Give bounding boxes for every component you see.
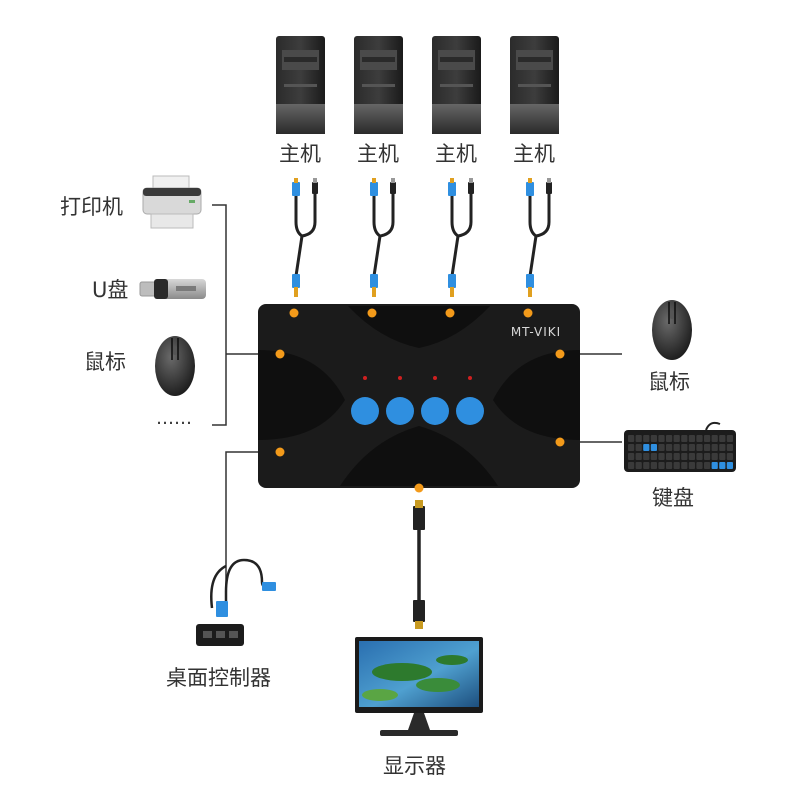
kvm-switch: MT-VIKI [258,304,580,493]
keyboard-key [643,453,650,460]
switch-brand: MT-VIKI [511,325,561,339]
keyboard-key [696,444,703,451]
switch-button-2[interactable] [386,397,414,425]
keyboard-key [696,462,703,469]
keyboard-key [711,435,718,442]
keyboard-icon [624,421,736,472]
keyboard-key [711,453,718,460]
keyboard-key [643,444,650,451]
keyboard-key [704,435,711,442]
desktop-controller-icon [196,558,276,646]
keyboard-key [635,444,642,451]
keyboard-key [666,444,673,451]
pc-tower-icon [432,36,481,134]
keyboard-key [719,444,726,451]
switch-button-3[interactable] [421,397,449,425]
keyboard-key [681,444,688,451]
switch-button-1[interactable] [351,397,379,425]
more-devices-label: …… [156,408,192,429]
kvm-cable-icon [448,178,474,297]
keyboard-key [628,462,635,469]
printer-label: 打印机 [60,195,123,219]
led-indicator [468,376,472,380]
keyboard-key [704,453,711,460]
keyboard-key [726,462,733,469]
keyboard-key [658,444,665,451]
keyboard-key [673,444,680,451]
host-towers [276,36,559,134]
keyboard-key [650,462,657,469]
keyboard-key [658,462,665,469]
keyboard-key [673,453,680,460]
keyboard-key [704,462,711,469]
keyboard-key [688,453,695,460]
keyboard-key [711,462,718,469]
keyboard-key [635,453,642,460]
monitor-label: 显示器 [383,754,446,778]
mouse-icon [155,336,195,396]
keyboard-key [628,435,635,442]
keyboard-key [688,444,695,451]
keyboard-key [628,453,635,460]
keyboard-key [650,435,657,442]
keyboard-key [726,453,733,460]
usb-drive-label: U盘 [92,278,129,302]
keyboard-key [628,444,635,451]
led-indicator [433,376,437,380]
keyboard-key [681,435,688,442]
keyboard-key [673,462,680,469]
keyboard-label: 键盘 [652,486,694,510]
keyboard-key [666,453,673,460]
monitor-icon [355,637,483,736]
switch-button-4[interactable] [456,397,484,425]
keyboard-key [681,453,688,460]
keyboard-key [650,444,657,451]
keyboard-key [643,435,650,442]
keyboard-key [635,462,642,469]
pc-tower-icon [354,36,403,134]
keyboard-key [650,453,657,460]
keyboard-key [643,462,650,469]
pc-tower-icon [276,36,325,134]
host-label-4: 主机 [513,142,555,166]
port-markers [275,308,565,493]
keyboard-key [696,453,703,460]
pc-tower-icon [510,36,559,134]
keyboard-key [666,462,673,469]
keyboard-key [688,435,695,442]
hdmi-cable-icon [413,500,425,629]
usb-drive-icon [139,279,206,299]
keyboard-key [719,462,726,469]
keyboard-key [681,462,688,469]
keyboard-key [711,444,718,451]
host-label-2: 主机 [357,142,399,166]
keyboard-key [658,435,665,442]
host-label-3: 主机 [435,142,477,166]
mouse-icon [652,300,692,360]
keyboard-key [719,453,726,460]
keyboard-key [719,435,726,442]
keyboard-key [704,444,711,451]
keyboard-key [658,453,665,460]
left-mouse-label: 鼠标 [84,350,126,374]
keyboard-key [726,444,733,451]
kvm-cable-icon [526,178,552,297]
kvm-cables [292,178,552,297]
desktop-controller-label: 桌面控制器 [166,666,271,690]
keyboard-key [666,435,673,442]
host-label-1: 主机 [279,142,321,166]
keyboard-key [635,435,642,442]
kvm-cable-icon [370,178,396,297]
keyboard-key [726,435,733,442]
keyboard-key [673,435,680,442]
led-indicator [398,376,402,380]
led-indicator [363,376,367,380]
keyboard-key [688,462,695,469]
right-mouse-label: 鼠标 [648,370,690,394]
kvm-cable-icon [292,178,318,297]
keyboard-key [696,435,703,442]
printer-icon [142,175,202,229]
